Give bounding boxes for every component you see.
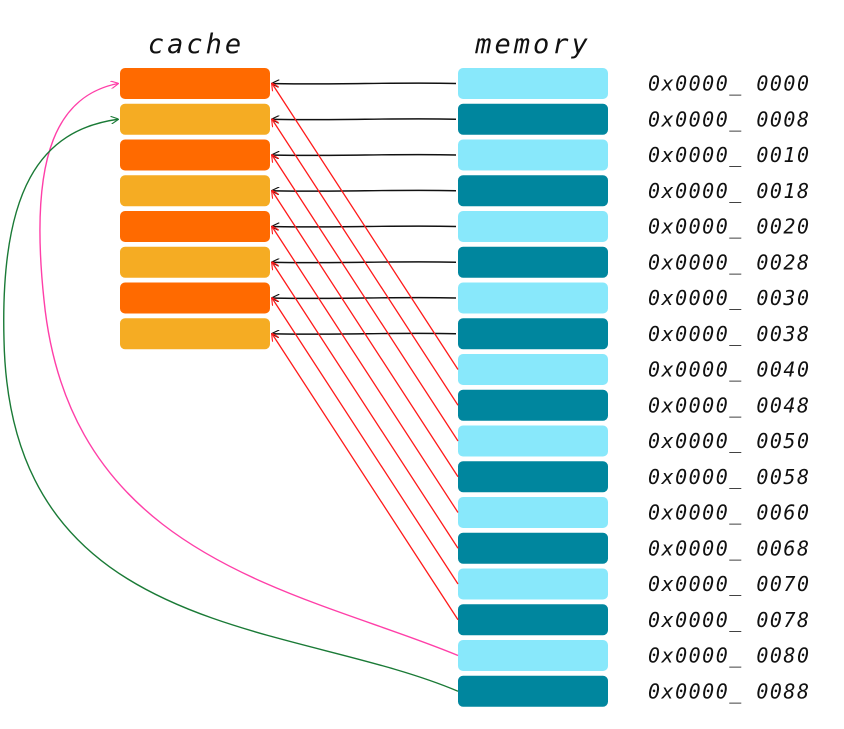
mapping-arrows (3, 83, 459, 692)
memory-block-16 (458, 640, 608, 671)
address-label: 0x0000_ 0070 (648, 572, 811, 596)
cache-line-4 (120, 211, 270, 242)
address-label: 0x0000_ 0018 (648, 179, 811, 203)
cache-line-1 (120, 103, 270, 135)
mapping-arrow-direct (272, 119, 457, 120)
mapping-arrow-direct (272, 83, 457, 84)
cache-line-2 (120, 139, 270, 171)
mapping-arrow-direct (272, 190, 457, 191)
memory-block-15 (458, 604, 608, 636)
cache-line-7 (120, 318, 270, 350)
mapping-arrow-second-pass (272, 298, 459, 585)
cache-lines (120, 68, 270, 350)
address-label: 0x0000_ 0030 (648, 286, 811, 310)
memory-block-13 (458, 532, 608, 564)
memory-block-5 (458, 246, 608, 278)
cache-line-5 (120, 246, 270, 278)
mapping-arrow-second-pass (272, 191, 459, 478)
address-label: 0x0000_ 0038 (648, 322, 811, 346)
cache-title: cache (148, 29, 244, 60)
mapping-arrow-direct (272, 226, 457, 227)
memory-block-0 (458, 68, 608, 99)
memory-block-14 (458, 568, 608, 600)
address-label: 0x0000_ 0088 (648, 679, 811, 703)
address-label: 0x0000_ 0058 (648, 465, 811, 489)
mapping-arrow-direct (272, 298, 457, 299)
address-label: 0x0000_ 0008 (648, 107, 811, 131)
mapping-arrow-second-pass (272, 227, 459, 513)
address-label: 0x0000_ 0060 (648, 501, 811, 525)
memory-block-17 (458, 675, 608, 707)
address-label: 0x0000_ 0048 (648, 393, 811, 417)
address-label: 0x0000_ 0028 (648, 250, 811, 274)
address-label: 0x0000_ 0000 (648, 72, 811, 96)
mapping-arrow-direct (272, 333, 457, 334)
mapping-arrow-second-pass (272, 84, 459, 370)
cache-line-3 (120, 175, 270, 207)
mapping-arrow-direct (272, 155, 457, 156)
address-label: 0x0000_ 0050 (648, 429, 811, 453)
address-label: 0x0000_ 0068 (648, 536, 811, 560)
memory-block-1 (458, 103, 608, 135)
memory-block-7 (458, 318, 608, 350)
mapping-arrow-second-pass (272, 119, 459, 406)
memory-block-8 (458, 354, 608, 385)
cache-line-6 (120, 282, 270, 314)
memory-title: memory (474, 29, 591, 60)
address-label: 0x0000_ 0010 (648, 143, 811, 167)
memory-block-11 (458, 461, 608, 493)
mapping-arrow-second-pass (272, 334, 459, 621)
mapping-arrow-direct (272, 262, 457, 263)
address-labels: 0x0000_ 0000 0x0000_ 0008 0x0000_ 0010 0x00… (648, 72, 811, 704)
memory-block-6 (458, 282, 608, 314)
memory-block-4 (458, 211, 608, 242)
address-label: 0x0000_ 0080 (648, 644, 811, 668)
mapping-arrow-third-pass (3, 119, 459, 692)
memory-blocks (458, 68, 608, 707)
address-label: 0x0000_ 0040 (648, 358, 811, 382)
cache-line-0 (120, 68, 270, 99)
memory-block-3 (458, 175, 608, 207)
memory-block-10 (458, 425, 608, 457)
address-label: 0x0000_ 0020 (648, 215, 811, 239)
memory-block-12 (458, 497, 608, 528)
memory-block-9 (458, 389, 608, 421)
memory-block-2 (458, 139, 608, 171)
mapping-arrow-second-pass (272, 155, 459, 442)
address-label: 0x0000_ 0078 (648, 608, 811, 632)
mapping-arrow-second-pass (272, 262, 459, 549)
mapping-arrow-third-pass (39, 84, 459, 657)
